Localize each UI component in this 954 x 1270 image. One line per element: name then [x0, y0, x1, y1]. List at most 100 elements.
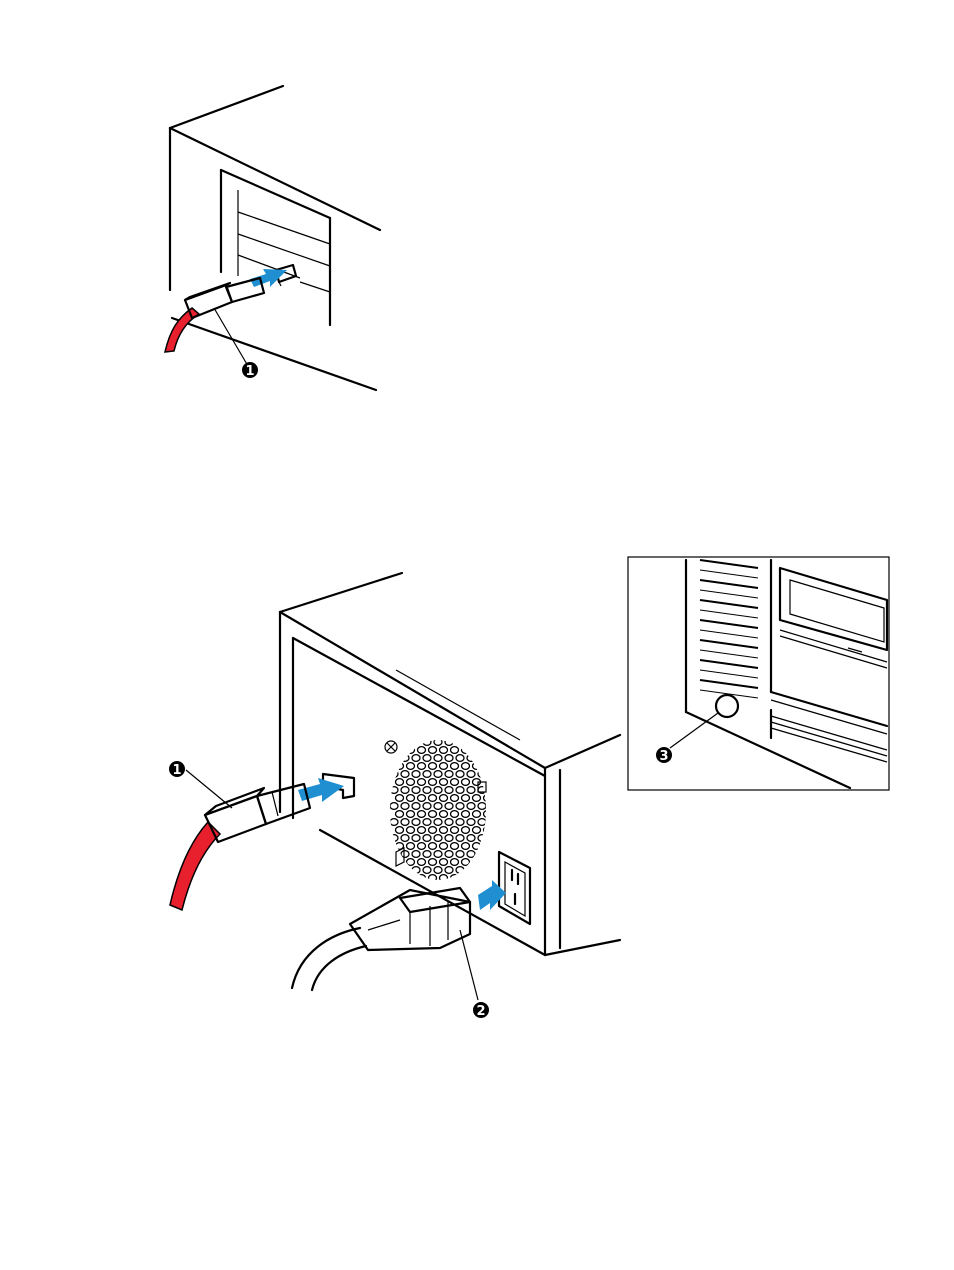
fan-hole	[412, 739, 420, 746]
fan-hole	[390, 819, 398, 826]
fan-hole	[462, 747, 470, 754]
insert-arrow-icon	[250, 269, 287, 287]
fan-hole	[456, 739, 464, 746]
fan-hole	[440, 779, 448, 786]
fan-hole	[484, 811, 492, 818]
callout-leader-2	[460, 930, 478, 1000]
figure-tape-drive-rear: 1 2	[169, 573, 620, 1019]
fan-hole	[445, 851, 453, 858]
fan-hole	[473, 763, 481, 770]
fan-hole	[478, 771, 486, 778]
fan-hole	[462, 859, 470, 866]
screw-icon	[385, 741, 397, 753]
fan-hole	[418, 811, 426, 818]
fan-hole	[407, 859, 415, 866]
fan-hole	[412, 867, 420, 874]
fan-hole	[434, 851, 442, 858]
fan-hole	[434, 771, 442, 778]
tape-slot	[780, 568, 887, 668]
fan-hole	[412, 771, 420, 778]
fan-hole	[401, 771, 409, 778]
fan-hole	[484, 747, 492, 754]
figure-host-card-connection: 1	[165, 86, 380, 390]
fan-hole	[429, 795, 437, 802]
fan-hole	[418, 859, 426, 866]
fan-hole	[412, 755, 420, 762]
fan-hole	[451, 859, 459, 866]
vent-slat	[700, 640, 758, 648]
vent-slat	[700, 600, 758, 608]
vent-slat	[700, 680, 758, 688]
fan-hole	[429, 859, 437, 866]
fan-hole	[467, 787, 475, 794]
fan-hole	[467, 851, 475, 858]
callout-leader-3	[670, 713, 718, 748]
callout-number-2: 2	[476, 1004, 485, 1019]
fan-hole	[456, 819, 464, 826]
fan-hole	[390, 755, 398, 762]
fan-hole	[451, 875, 459, 882]
fan-hole	[445, 835, 453, 842]
vent-slat	[700, 610, 758, 618]
fan-hole	[434, 739, 442, 746]
fan-hole	[407, 747, 415, 754]
vent-slat	[700, 560, 758, 568]
fan-hole	[401, 803, 409, 810]
fan-hole	[407, 779, 415, 786]
fan-hole	[462, 779, 470, 786]
fan-hole	[456, 803, 464, 810]
fan-hole	[456, 851, 464, 858]
fan-hole	[478, 755, 486, 762]
fan-hole	[467, 771, 475, 778]
fan-hole	[478, 819, 486, 826]
fan-hole	[418, 795, 426, 802]
fan-hole	[423, 867, 431, 874]
fan-hole	[467, 739, 475, 746]
fan-hole	[412, 787, 420, 794]
fan-hole	[434, 867, 442, 874]
fan-hole	[445, 867, 453, 874]
fan-hole	[451, 795, 459, 802]
fan-hole	[462, 827, 470, 834]
fan-hole	[484, 875, 492, 882]
fan-hole	[429, 875, 437, 882]
fan-hole	[467, 803, 475, 810]
fan-hole	[423, 755, 431, 762]
computer-case	[170, 86, 380, 390]
power-button	[716, 695, 738, 717]
fan-hole	[478, 851, 486, 858]
fan-hole	[456, 787, 464, 794]
fan-hole	[407, 763, 415, 770]
fan-grille	[390, 739, 492, 882]
inset-front-panel: 3	[628, 557, 889, 790]
fan-hole	[401, 819, 409, 826]
fan-hole	[440, 859, 448, 866]
callout-number-3: 3	[659, 749, 668, 764]
fan-hole	[429, 811, 437, 818]
vent-slat	[700, 670, 758, 678]
fan-hole	[451, 747, 459, 754]
fan-hole	[407, 827, 415, 834]
fan-hole	[401, 851, 409, 858]
fan-hole	[478, 867, 486, 874]
vent-slat	[700, 660, 758, 668]
fan-hole	[429, 763, 437, 770]
front-bezel-lower	[771, 692, 887, 762]
fan-hole	[423, 787, 431, 794]
vent-slat	[700, 580, 758, 588]
power-socket	[499, 852, 530, 924]
scsi-connector-plug	[205, 784, 310, 842]
fan-hole	[467, 755, 475, 762]
fan-hole	[390, 803, 398, 810]
fan-hole	[473, 875, 481, 882]
fan-hole	[440, 763, 448, 770]
callout-leader-1	[214, 308, 248, 366]
fan-hole	[473, 859, 481, 866]
fan-hole	[407, 795, 415, 802]
fan-hole	[412, 851, 420, 858]
callout-number-1-bottom: 1	[172, 763, 181, 778]
fan-hole	[423, 771, 431, 778]
fan-hole	[478, 803, 486, 810]
fan-hole	[456, 867, 464, 874]
